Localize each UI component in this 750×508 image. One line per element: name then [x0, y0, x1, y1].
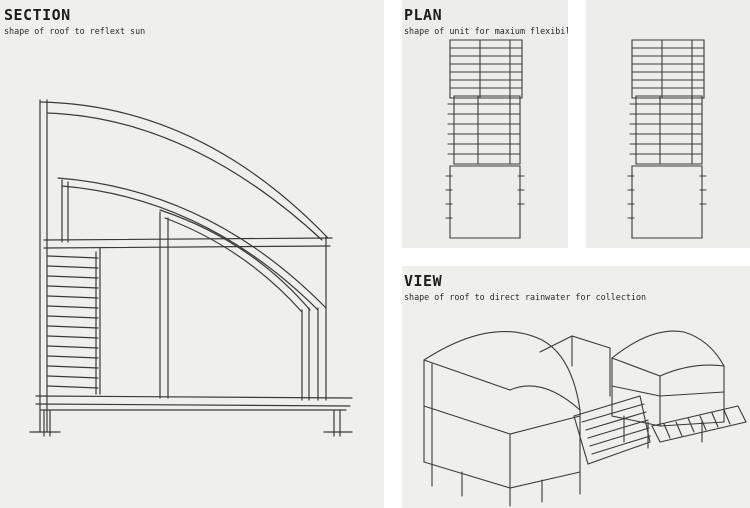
- view-sketch: [402, 266, 750, 508]
- view-title: VIEW: [404, 272, 443, 290]
- plan-panel-left: PLAN shape of unit for maxium flexibilit…: [402, 0, 568, 248]
- plan-sketch-left: [402, 0, 568, 248]
- section-title: SECTION: [4, 6, 71, 24]
- section-subtitle: shape of roof to reflext sun: [4, 26, 146, 36]
- plan-panel-right: [586, 0, 750, 248]
- plan-subtitle: shape of unit for maxium flexibility: [404, 26, 568, 36]
- section-sketch: [0, 0, 384, 508]
- view-subtitle: shape of roof to direct rainwater for co…: [404, 292, 647, 302]
- plan-title: PLAN: [404, 6, 443, 24]
- plan-sketch-right: [586, 0, 750, 248]
- section-panel: SECTION shape of roof to reflext sun: [0, 0, 384, 508]
- section-frame-lines: [30, 100, 352, 436]
- view-panel: VIEW shape of roof to direct rainwater f…: [402, 266, 750, 508]
